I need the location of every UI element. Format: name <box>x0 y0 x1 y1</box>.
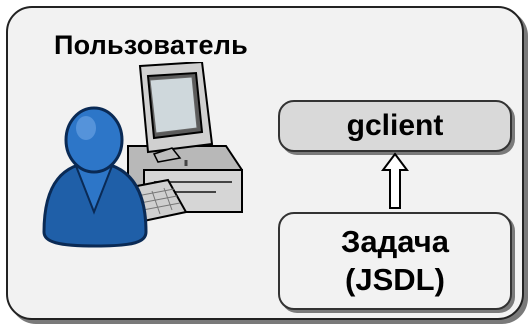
gclient-label: gclient <box>346 109 444 142</box>
jsdl-label: (JSDL) <box>345 262 445 297</box>
gclient-box: gclient <box>278 100 512 152</box>
user-icon <box>42 106 148 248</box>
task-jsdl-box: Задача (JSDL) <box>278 212 512 310</box>
panel-title: Пользователь <box>54 30 248 60</box>
user-at-computer-illustration <box>42 62 243 248</box>
arrow-up-icon <box>381 152 409 209</box>
task-label: Задача <box>340 224 450 259</box>
desktop-computer-icon <box>104 62 243 228</box>
